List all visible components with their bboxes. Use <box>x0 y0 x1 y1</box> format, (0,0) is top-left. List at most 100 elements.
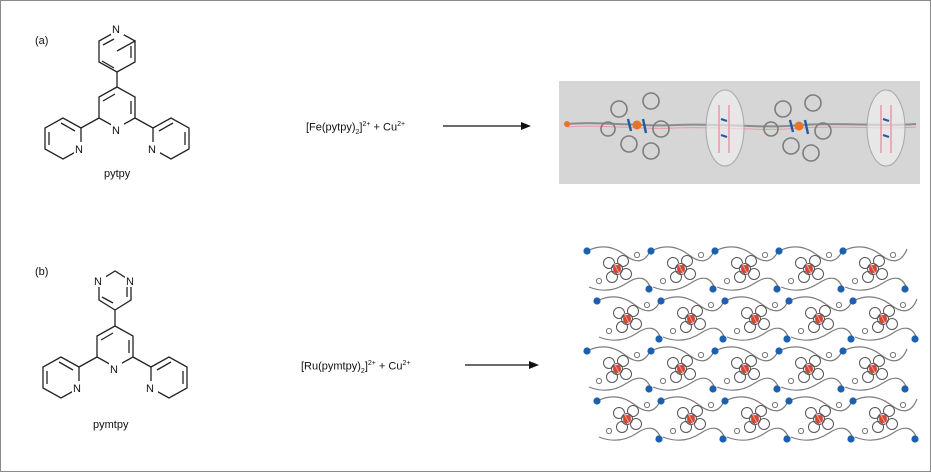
network-cu-node <box>719 335 727 343</box>
network-linker <box>652 277 716 291</box>
atom-n-left: N <box>75 144 83 156</box>
network-ring <box>677 407 689 419</box>
network-cu-node <box>775 247 783 255</box>
atom-n-pyrimidine-left: N <box>94 276 102 288</box>
network-bead <box>643 401 651 409</box>
network-bead <box>889 251 897 259</box>
network-cu-node <box>583 247 591 255</box>
network-ring <box>869 407 881 419</box>
pytpy-structure: N N N N <box>44 22 190 160</box>
network-cu-node <box>721 397 729 405</box>
network-cu-node <box>783 435 791 443</box>
network-ring <box>617 255 629 267</box>
panel-label-a: (a) <box>35 35 49 47</box>
network-ring <box>667 357 679 369</box>
network-ring <box>620 268 632 280</box>
network-ring <box>741 407 753 419</box>
network-ring <box>739 363 751 375</box>
network-ring <box>749 413 761 425</box>
network-ring <box>606 371 618 383</box>
network-ring <box>822 418 834 430</box>
network-ring <box>616 421 628 433</box>
network-ring <box>744 421 756 433</box>
network-ring <box>670 271 682 283</box>
network-bead <box>797 327 805 335</box>
network-ring <box>748 268 760 280</box>
network-ring <box>620 368 632 380</box>
network-ring <box>873 255 885 267</box>
network-bead <box>659 377 667 385</box>
network-linker <box>726 327 790 341</box>
network-ring <box>876 368 888 380</box>
network-bond <box>613 262 621 276</box>
network-bond <box>805 362 813 376</box>
network-linker <box>714 346 780 362</box>
network-ring <box>611 363 623 375</box>
panel-label-b: (b) <box>35 266 49 278</box>
network-ring <box>621 313 633 325</box>
network-ring <box>745 255 757 267</box>
molecule-name-pymtpy: pymtpy <box>93 419 129 431</box>
network-ring <box>886 318 898 330</box>
network-linker <box>842 346 908 362</box>
network-ring <box>741 307 753 319</box>
network-ring <box>627 405 639 417</box>
network-bead <box>771 301 779 309</box>
network-bond <box>677 362 685 376</box>
network-bond <box>815 312 823 326</box>
network-cu-node <box>657 297 665 305</box>
network-linker <box>778 346 844 362</box>
network-bead <box>633 251 641 259</box>
network-ring <box>685 413 697 425</box>
network-linker <box>724 296 790 312</box>
network-cu-node <box>773 285 781 293</box>
network-bond <box>677 262 685 276</box>
network-cu-node <box>839 247 847 255</box>
network-linker <box>586 246 652 262</box>
network-cu-node <box>593 397 601 405</box>
network-ring <box>872 321 884 333</box>
network-cu-node <box>785 397 793 405</box>
structure-image-2d-network <box>583 246 919 443</box>
network-ring <box>883 305 895 317</box>
network-ring <box>603 357 615 369</box>
network-linker <box>598 327 662 341</box>
network-bead <box>835 401 843 409</box>
network-bead <box>899 401 907 409</box>
network-bead <box>605 327 613 335</box>
network-cu-node <box>583 347 591 355</box>
network-linker <box>844 377 908 391</box>
atom-n-right-b: N <box>146 383 154 395</box>
network-ring <box>819 305 831 317</box>
network-linker <box>788 296 854 312</box>
network-cu-node <box>785 297 793 305</box>
network-ring <box>819 405 831 417</box>
network-bead <box>835 301 843 309</box>
network-ring <box>812 268 824 280</box>
network-linker <box>790 427 854 441</box>
network-ring <box>744 321 756 333</box>
network-ring <box>670 371 682 383</box>
network-ring <box>734 271 746 283</box>
network-ring <box>869 307 881 319</box>
network-bond <box>879 412 887 426</box>
network-linker <box>588 277 652 291</box>
network-linker <box>596 296 662 312</box>
network-ring <box>822 318 834 330</box>
network-bond <box>815 412 823 426</box>
top-pyridine-ring <box>98 30 136 73</box>
network-bead <box>761 351 769 359</box>
network-cu-node <box>719 435 727 443</box>
network-ring <box>681 255 693 267</box>
network-ring <box>694 318 706 330</box>
network-ring <box>680 421 692 433</box>
network-linker <box>714 246 780 262</box>
network-linker <box>652 377 716 391</box>
network-ring <box>758 418 770 430</box>
network-bead <box>659 277 667 285</box>
structure-image-1d-chain <box>559 81 920 184</box>
network-ring <box>872 421 884 433</box>
network-ring <box>755 405 767 417</box>
network-ring <box>684 268 696 280</box>
network-ring <box>621 413 633 425</box>
